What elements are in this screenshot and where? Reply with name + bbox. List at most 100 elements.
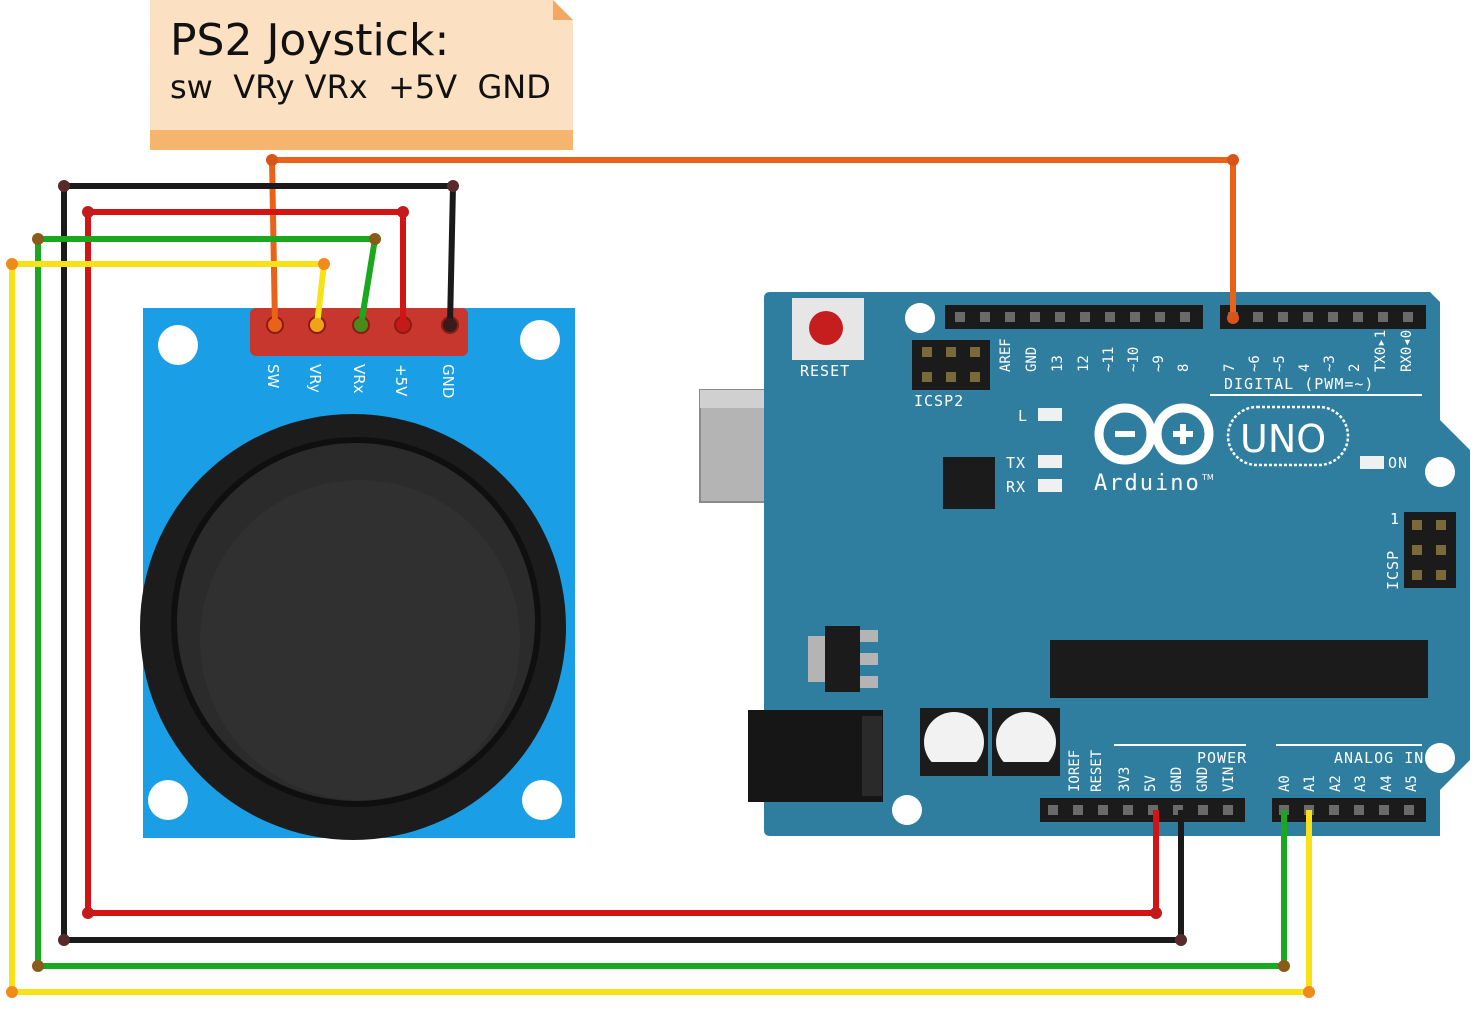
wire-end-joystick [396,318,410,332]
board-pcb [764,292,1470,836]
wire-gnd-gnd [61,183,1184,943]
analog-pin-hole [1379,805,1389,815]
analog-pin-hole [1354,805,1364,815]
icsp2-pin [970,372,980,382]
wire-vry-a1 [9,261,1312,995]
regulator-tab [808,636,825,682]
digital-header-low [1220,305,1426,329]
icsp-pin [1436,570,1446,580]
analog-pin-hole [1329,805,1339,815]
joystick-module: SW VRy VRx +5V GND [140,308,575,840]
wire-junction [58,180,70,192]
power-pin-label: 3V3 [1117,767,1133,792]
digital-header-label: DIGITAL (PWM=~) [1224,375,1374,393]
note-card-fold [553,0,573,20]
led-tx [1038,455,1062,468]
icsp-pin [1412,520,1422,530]
note-title: PS2 Joystick: [170,15,449,66]
led-l [1038,408,1062,421]
regulator-leg [860,653,878,665]
analog-header [1272,798,1426,822]
icsp-label: ICSP [1384,550,1402,590]
analog-pin-label: A2 [1328,775,1344,792]
led-on [1360,456,1384,469]
digital-pin-hole [1278,312,1288,322]
digital-pin-label: ~11 [1101,347,1117,372]
digital-pin-hole [1105,312,1115,322]
board-mount-hole [905,303,935,333]
digital-pin-label: ~9 [1151,355,1167,372]
icsp-pin [1436,520,1446,530]
reset-label: RESET [800,362,850,380]
logo-tm: TM [1201,473,1214,482]
analog-pin-label: A4 [1379,775,1395,792]
analog-pin-hole [1404,805,1414,815]
wire-junction [1303,986,1315,998]
board-mount-hole [1425,457,1455,487]
wire-end-joystick [443,318,457,332]
icsp2-pin [922,372,932,382]
note-card-bar [150,130,573,150]
digital-pin-label: AREF [998,338,1014,372]
digital-pin-label: 7 [1222,364,1238,372]
icsp-pin1-label: 1 [1390,510,1400,528]
digital-pin-label: 12 [1076,355,1092,372]
power-jack-rim [862,716,882,796]
analog-header-label: ANALOG IN [1334,749,1424,767]
digital-pin-holes [955,312,1413,322]
digital-pin-hole [1155,312,1165,322]
wire-junction [266,154,278,166]
logo-loop-right [1152,403,1214,465]
digital-pin-hole [1030,312,1040,322]
digital-pin-hole [955,312,965,322]
power-pin-hole [1098,805,1108,815]
joystick-cap-shade [200,480,520,800]
wire-5v-5v [85,209,1159,916]
microcontroller-chip [1050,640,1428,698]
digital-pin-label: 8 [1176,364,1192,372]
icsp-pin [1412,545,1422,555]
digital-pin-hole [1080,312,1090,322]
digital-pin-hole [1303,312,1313,322]
digital-pin-hole [980,312,990,322]
capacitor-top [924,712,984,772]
led-rx [1038,479,1062,492]
icsp2-pin [970,347,980,357]
power-pin-label: GND [1169,767,1185,792]
reset-button-cap[interactable] [809,311,843,345]
power-pin-hole [1198,805,1208,815]
power-pin-label: VIN [1221,767,1237,792]
mount-hole [158,325,198,365]
icsp2-pin [946,372,956,382]
digital-pin-hole [1378,312,1388,322]
wire-junction [1278,960,1290,972]
capacitor-stripe [924,762,984,776]
note-card-background [150,0,573,150]
analog-pin-label: A3 [1353,775,1369,792]
icsp-pin [1436,545,1446,555]
note-card: PS2 Joystick: sw VRy VRx +5V GND [150,0,573,150]
analog-pin-label: A0 [1277,775,1293,792]
power-pin-hole [1048,805,1058,815]
joystick-pin-label-vry: VRy [306,364,324,393]
wire-junction [82,206,94,218]
mount-hole [148,780,188,820]
digital-pin-label: ~3 [1322,355,1338,372]
digital-pin-label: 13 [1050,355,1066,372]
digital-pin-label: ~6 [1247,355,1263,372]
digital-pin-label: ~5 [1272,355,1288,372]
wire-junction [6,258,18,270]
mount-hole [522,780,562,820]
wires [9,157,1312,995]
icsp2-pin [946,347,956,357]
wire-junction [82,907,94,919]
wire-junction [1227,312,1239,324]
wire-junction [1175,934,1187,946]
wire-junctions [6,154,1315,998]
power-pin-hole [1223,805,1233,815]
digital-pin-hole [1180,312,1190,322]
led-l-label: L [1018,407,1028,425]
digital-pin-label: ~10 [1126,347,1142,372]
